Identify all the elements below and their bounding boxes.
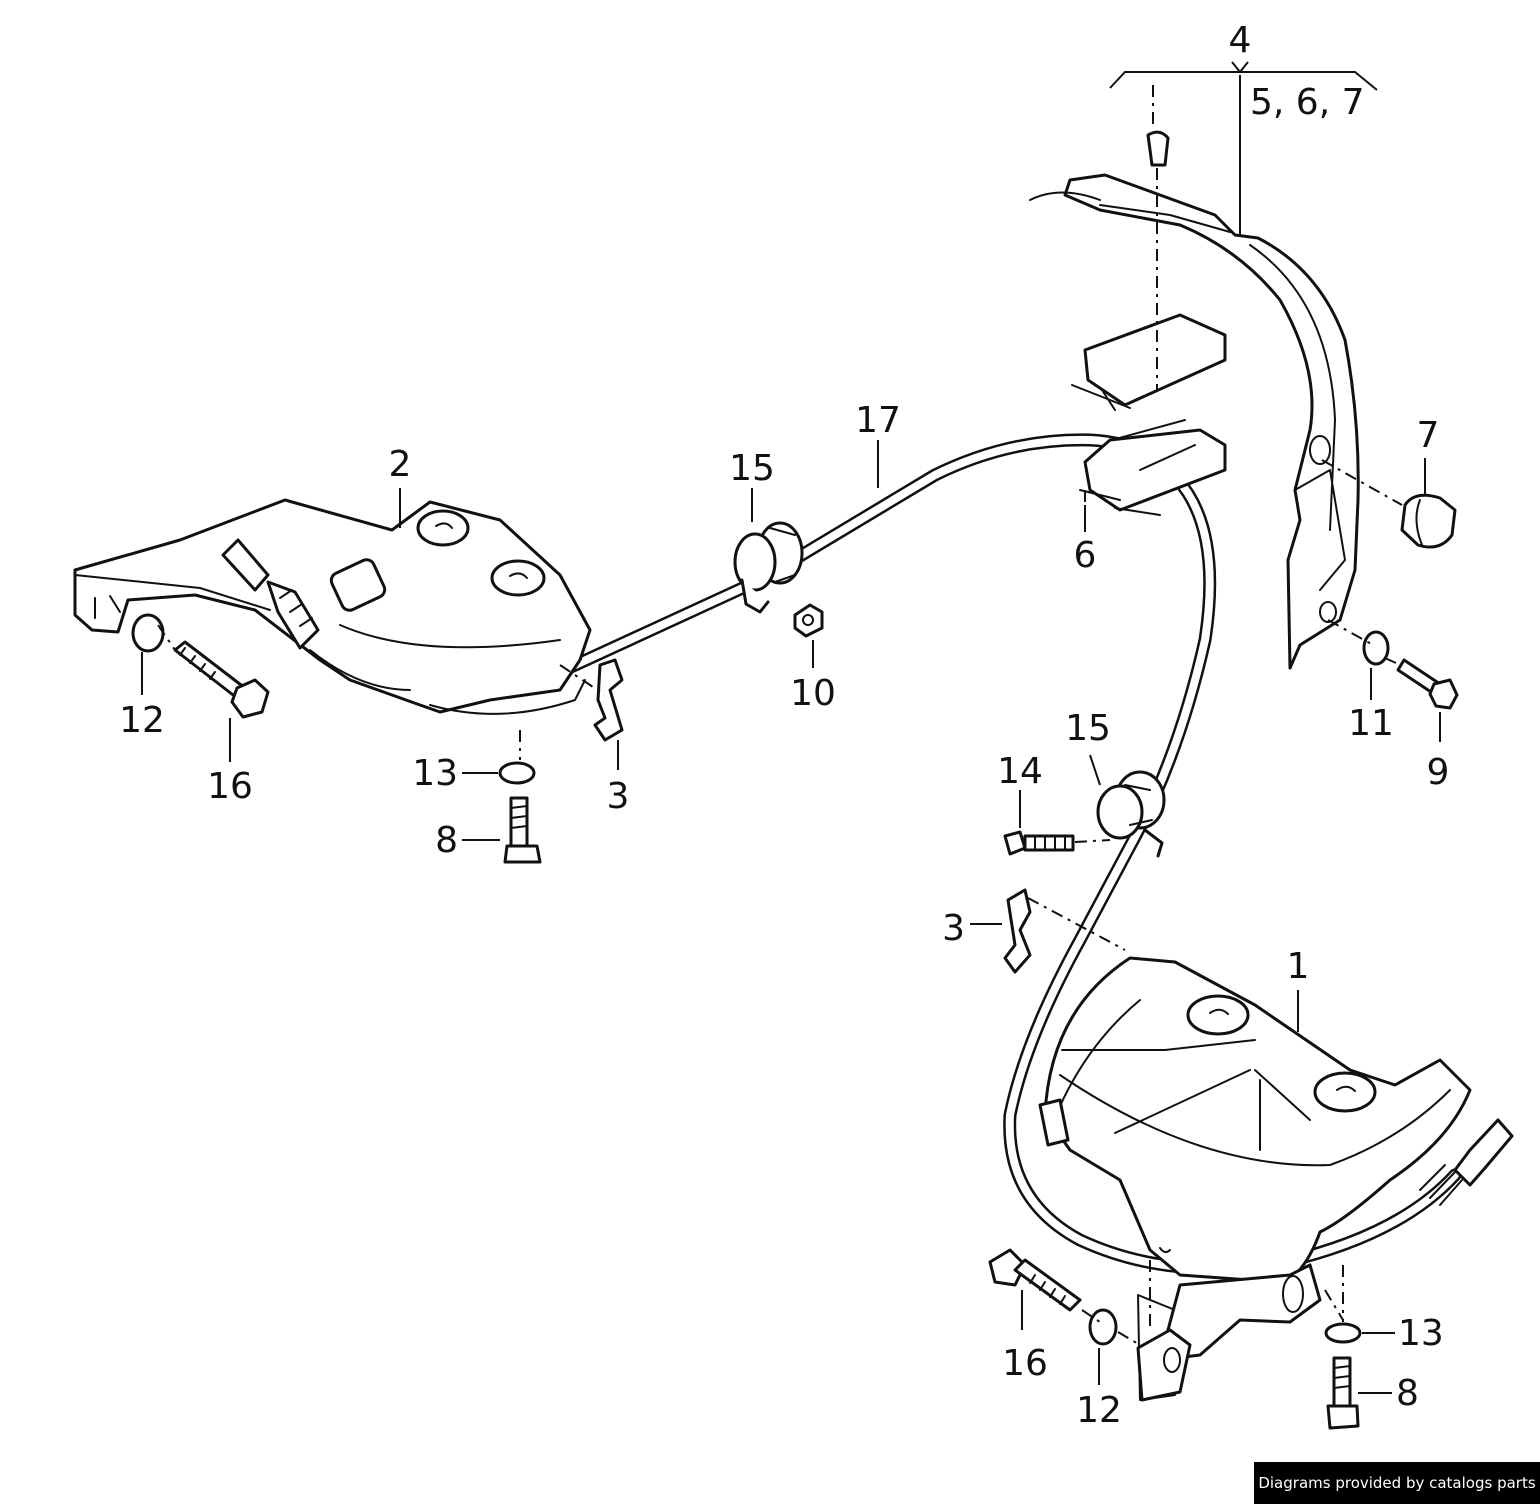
label-5-6-7: 5, 6, 7 bbox=[1250, 82, 1365, 123]
label-15-right: 15 bbox=[1065, 708, 1111, 749]
washers bbox=[131, 613, 1390, 1346]
label-4: 4 bbox=[1229, 20, 1252, 61]
label-16-left: 16 bbox=[207, 766, 253, 807]
callout-labels: 4 5, 6, 7 2 17 15 6 7 10 12 16 3 13 8 11… bbox=[119, 20, 1449, 1431]
nut-10 bbox=[793, 603, 824, 638]
rubber-bush-7 bbox=[1400, 493, 1457, 549]
clips-3 bbox=[593, 658, 1032, 974]
bolts bbox=[173, 130, 1459, 1430]
assembly-lines bbox=[157, 85, 1403, 1346]
label-1: 1 bbox=[1287, 946, 1310, 987]
label-8-left: 8 bbox=[435, 820, 458, 861]
label-16-right: 16 bbox=[1002, 1343, 1048, 1384]
label-3-right: 3 bbox=[942, 908, 965, 949]
label-10: 10 bbox=[790, 673, 836, 714]
label-14: 14 bbox=[997, 751, 1043, 792]
label-15-left: 15 bbox=[729, 448, 775, 489]
bushing-right bbox=[1096, 770, 1166, 858]
label-2: 2 bbox=[389, 444, 412, 485]
label-13-right: 13 bbox=[1398, 1313, 1444, 1354]
left-control-arm bbox=[73, 498, 592, 715]
clamp-parts bbox=[1071, 313, 1227, 516]
label-6: 6 bbox=[1074, 535, 1097, 576]
label-8-right: 8 bbox=[1396, 1373, 1419, 1414]
leader-lines bbox=[141, 61, 1441, 1394]
right-control-arm bbox=[1038, 956, 1514, 1402]
label-17: 17 bbox=[855, 400, 901, 441]
mounting-bracket bbox=[1029, 173, 1360, 670]
label-11: 11 bbox=[1348, 703, 1394, 744]
credit-banner: Diagrams provided by catalogs parts bbox=[1254, 1462, 1540, 1504]
label-9: 9 bbox=[1427, 752, 1450, 793]
label-3-left: 3 bbox=[607, 776, 630, 817]
label-12-left: 12 bbox=[119, 700, 165, 741]
label-13-left: 13 bbox=[412, 753, 458, 794]
bushing-left bbox=[733, 521, 804, 614]
label-7: 7 bbox=[1417, 415, 1440, 456]
label-12-right: 12 bbox=[1076, 1390, 1122, 1431]
